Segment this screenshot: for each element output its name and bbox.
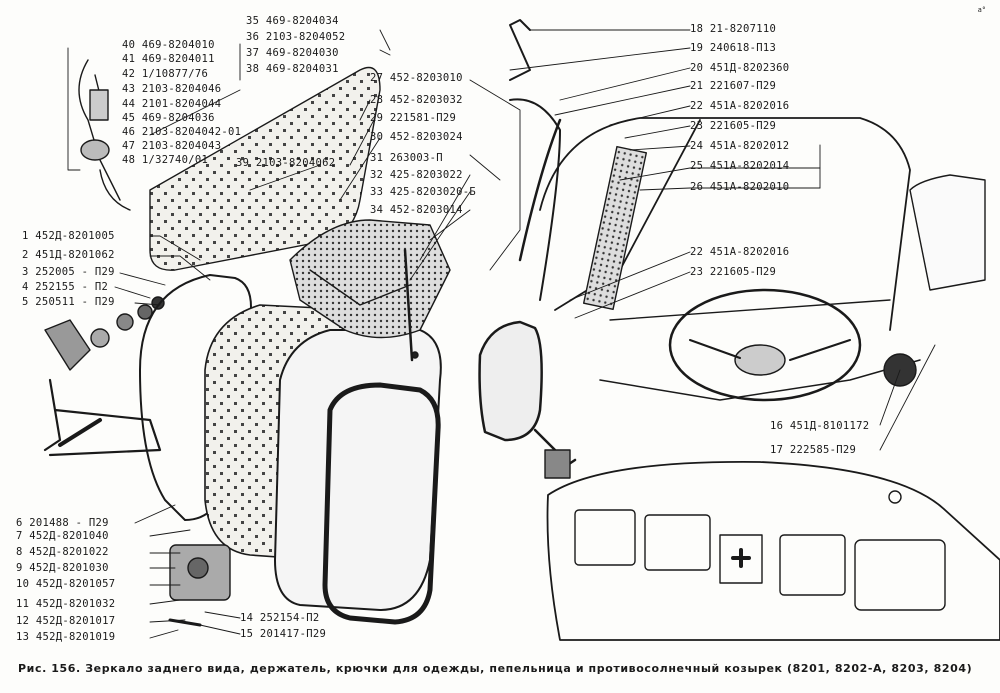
callout-2: 2 451Д-8201062 [22, 249, 115, 261]
callout-39: 39 2103-8204062 [236, 157, 336, 169]
callout-36: 36 2103-8204052 [246, 31, 346, 43]
callout-21: 21 221607-П29 [690, 80, 777, 92]
callout-35: 35 469-8204034 [246, 15, 339, 27]
callout-25: 25 451А-8202014 [690, 160, 790, 172]
callout-46: 46 2103-8204042-01 [122, 126, 242, 138]
steering-wheel [668, 288, 862, 402]
callout-47: 47 2103-8204043 [122, 140, 222, 152]
callout-45: 45 469-8204036 [122, 112, 215, 124]
callout-42: 42 1/10877/76 [122, 68, 209, 80]
callout-37: 37 469-8204030 [246, 47, 339, 59]
callout-5: 5 250511 - П29 [22, 296, 115, 308]
callout-34: 34 452-8203014 [370, 204, 463, 216]
callout-41: 41 469-8204011 [122, 53, 215, 65]
callout-26: 26 451А-8202010 [690, 181, 790, 193]
callout-38: 38 469-8204031 [246, 63, 339, 75]
callout-20: 20 451Д-8202360 [690, 62, 790, 74]
vehicle-body [546, 460, 1000, 641]
callout-29: 29 221581-П29 [370, 112, 457, 124]
callout-22-lower: 22 451А-8202016 [690, 246, 790, 258]
mirror-seal [322, 382, 441, 625]
callout-10: 10 452Д-8201057 [16, 578, 116, 590]
callout-48: 48 1/32740/01 [122, 154, 209, 166]
callout-7: 7 452Д-8201040 [16, 530, 109, 542]
callout-30: 30 452-8203024 [370, 131, 463, 143]
callout-3: 3 252005 - П29 [22, 266, 115, 278]
callout-32: 32 425-8203022 [370, 169, 463, 181]
mirror-bracket [44, 319, 91, 371]
callout-40: 40 469-8204010 [122, 39, 215, 51]
callout-17: 17 222585-П29 [770, 444, 857, 456]
callout-28: 28 452-8203032 [370, 94, 463, 106]
callout-8: 8 452Д-8201022 [16, 546, 109, 558]
ashtray [289, 219, 451, 339]
callout-19: 19 240618-П13 [690, 42, 777, 54]
callout-43: 43 2103-8204046 [122, 83, 222, 95]
figure-caption: Рис. 156. Зеркало заднего вида, держател… [18, 662, 973, 675]
callout-6: 6 201488 - П29 [16, 517, 109, 529]
callout-1: 1 452Д-8201005 [22, 230, 115, 242]
outside-mirror [478, 320, 543, 442]
callout-15: 15 201417-П29 [240, 628, 327, 640]
callout-33: 33 425-8203020-Б [370, 186, 476, 198]
callout-9: 9 452Д-8201030 [16, 562, 109, 574]
callout-24: 24 451А-8202012 [690, 140, 790, 152]
callout-18: 18 21-8207110 [690, 23, 777, 35]
callout-44: 44 2101-8204044 [122, 98, 222, 110]
callout-12: 12 452Д-8201017 [16, 615, 116, 627]
callout-22: 22 451А-8202016 [690, 100, 790, 112]
corner-mark: a° [977, 6, 986, 14]
callout-11: 11 452Д-8201032 [16, 598, 116, 610]
callout-16: 16 451Д-8101172 [770, 420, 870, 432]
callout-27: 27 452-8203010 [370, 72, 463, 84]
callout-23: 23 221605-П29 [690, 120, 777, 132]
callout-4: 4 252155 - П2 [22, 281, 109, 293]
callout-23-lower: 23 221605-П29 [690, 266, 777, 278]
callout-14: 14 252154-П2 [240, 612, 320, 624]
callout-13: 13 452Д-8201019 [16, 631, 116, 643]
callout-31: 31 263003-П [370, 152, 443, 164]
